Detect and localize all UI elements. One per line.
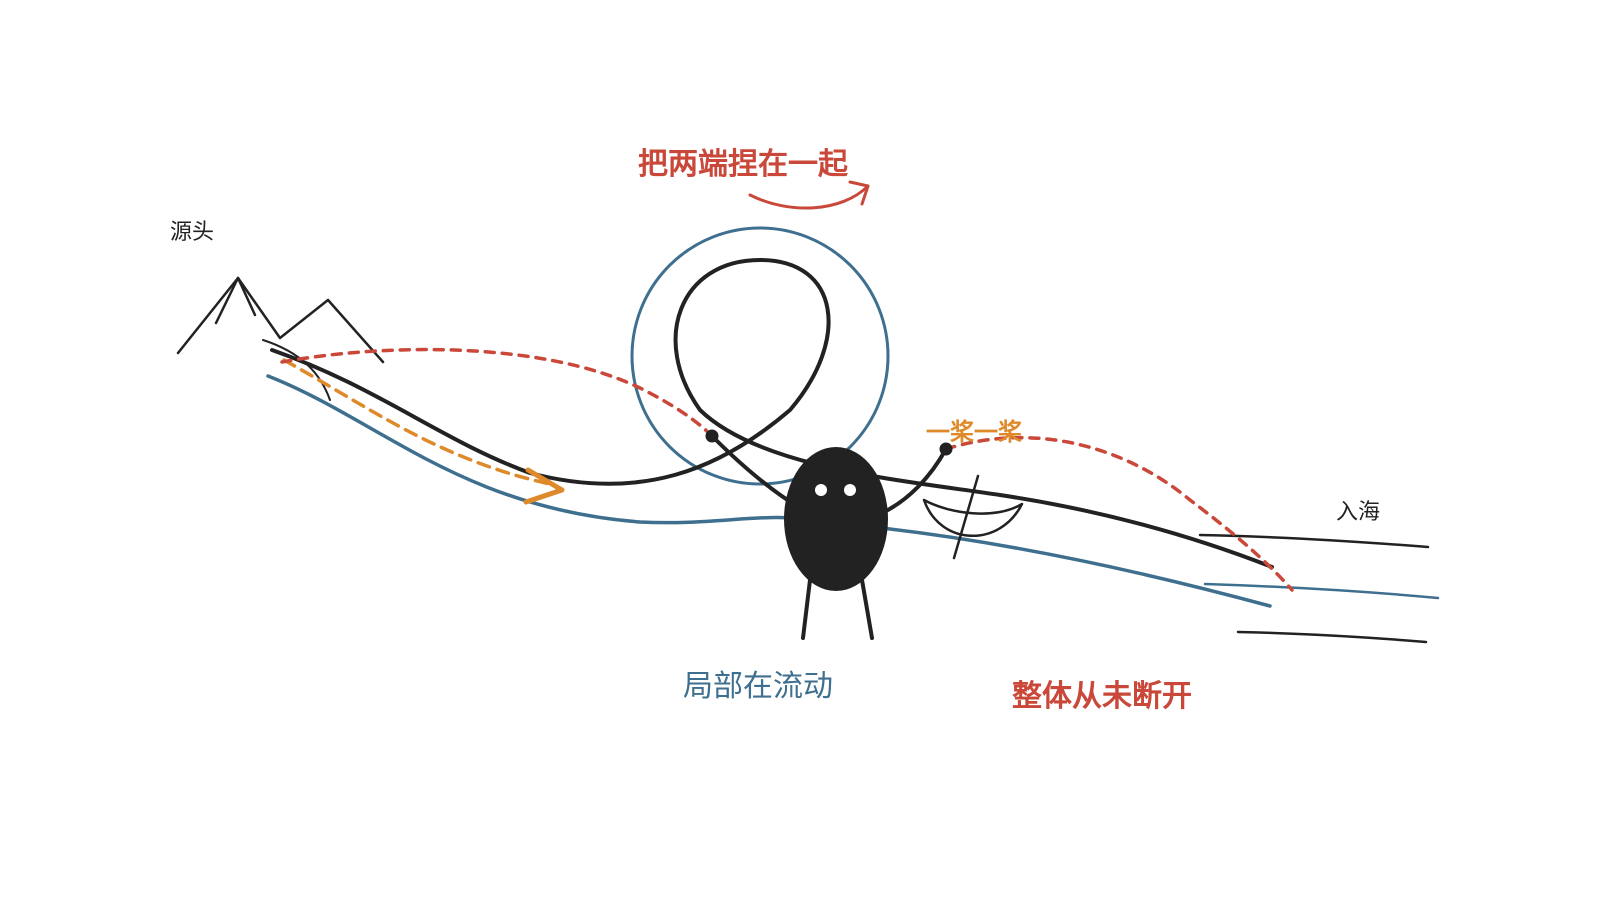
loop-circle <box>630 226 890 486</box>
source-mark <box>262 339 331 401</box>
local-flowing-label: 局部在流动 <box>683 669 833 704</box>
whole-unbroken-label: 整体从未断开 <box>1012 679 1192 714</box>
red-dashed-arc-right <box>944 435 1294 592</box>
red-arrow-curve <box>748 184 870 210</box>
river-line <box>270 258 1274 569</box>
character-left-hand <box>705 429 719 443</box>
character-body <box>784 447 888 591</box>
river-bank-blue <box>266 374 1272 608</box>
character-right-eye <box>844 484 856 496</box>
arrowhead-icon <box>523 467 565 505</box>
character-left-leg <box>801 578 812 640</box>
character-right-hand <box>939 442 953 456</box>
sea-lines <box>1198 533 1440 644</box>
flow-arrow-dashed <box>282 358 552 486</box>
stroke-by-stroke-label: 一桨一桨 <box>926 417 1022 446</box>
source-label: 源头 <box>170 220 215 245</box>
sea-label: 入海 <box>1336 500 1381 525</box>
mountain-icon <box>176 276 385 364</box>
character-left-eye <box>815 484 827 496</box>
boat-icon <box>922 474 1024 560</box>
pinch-ends-label: 把两端捏在一起 <box>638 147 848 182</box>
red-arrowhead-icon <box>848 180 870 206</box>
character-right-arm <box>882 447 948 514</box>
character-right-leg <box>860 578 874 640</box>
red-dashed-arc-left <box>280 347 714 438</box>
